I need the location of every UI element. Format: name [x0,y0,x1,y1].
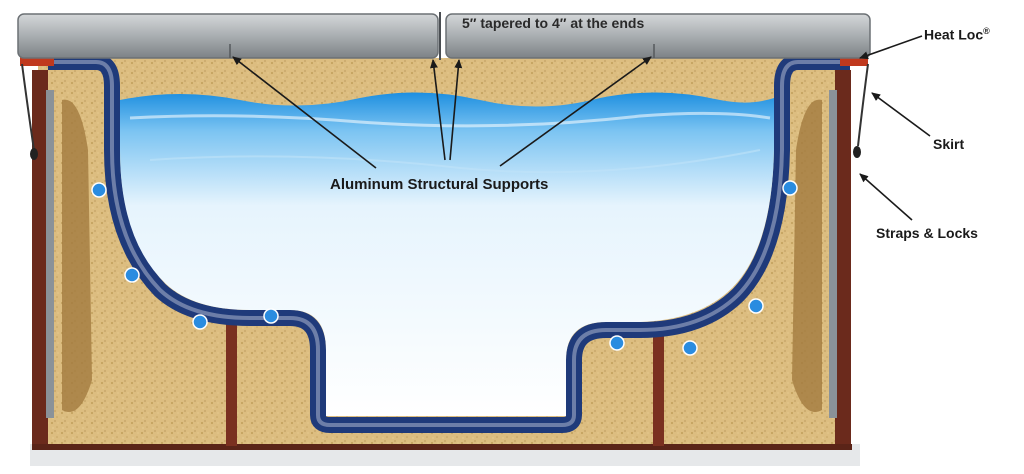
acrylic-shell [48,54,850,433]
heat-loc-text: Heat Loc [924,26,984,43]
strap-left [21,63,35,151]
jet [124,267,140,283]
skirt-panel-right [829,90,837,418]
skirt-panel-left [46,90,54,418]
water-ripple [149,149,761,174]
leader-arrow-heat-loc [859,35,923,60]
straps-locks-label: Straps & Locks [876,225,978,241]
cover-half-left [17,13,439,59]
jet [782,180,798,196]
leader-arrow-support [449,59,463,161]
lock-left [30,148,38,160]
foam-channel-left [62,99,92,412]
water [120,92,774,416]
heat-loc-seal-left [20,56,54,66]
leader-arrow-support [429,59,446,161]
jet [91,182,107,198]
cover-half-right [445,13,871,59]
leader-arrow-support [232,56,377,169]
cover-taper-label: 5″ tapered to 4″ at the ends [462,15,645,31]
registered-mark: ® [983,26,990,36]
heat-loc-seal-right [840,56,868,66]
aluminum-supports-label: Aluminum Structural Supports [330,176,549,193]
leader-arrow-support [499,56,652,167]
jet [263,308,279,324]
support-post-left [226,300,237,446]
cabinet-skirt-right [835,70,851,450]
skirt-label: Skirt [933,136,965,152]
cabinet-skirt-left [32,70,48,450]
lock-right [853,146,861,158]
heat-loc-label: Heat Loc® [924,26,990,43]
leader-arrow-skirt [871,92,931,137]
jet [192,314,208,330]
cabinet-base [32,444,852,450]
water-ripple [129,111,771,128]
jet [748,298,764,314]
jet [682,340,698,356]
strap-right [857,63,869,147]
jet [609,335,625,351]
support-post-right [653,330,664,446]
leader-arrow-straps [859,173,913,221]
shell-highlight [48,60,850,427]
foam-channel-right [792,99,822,412]
